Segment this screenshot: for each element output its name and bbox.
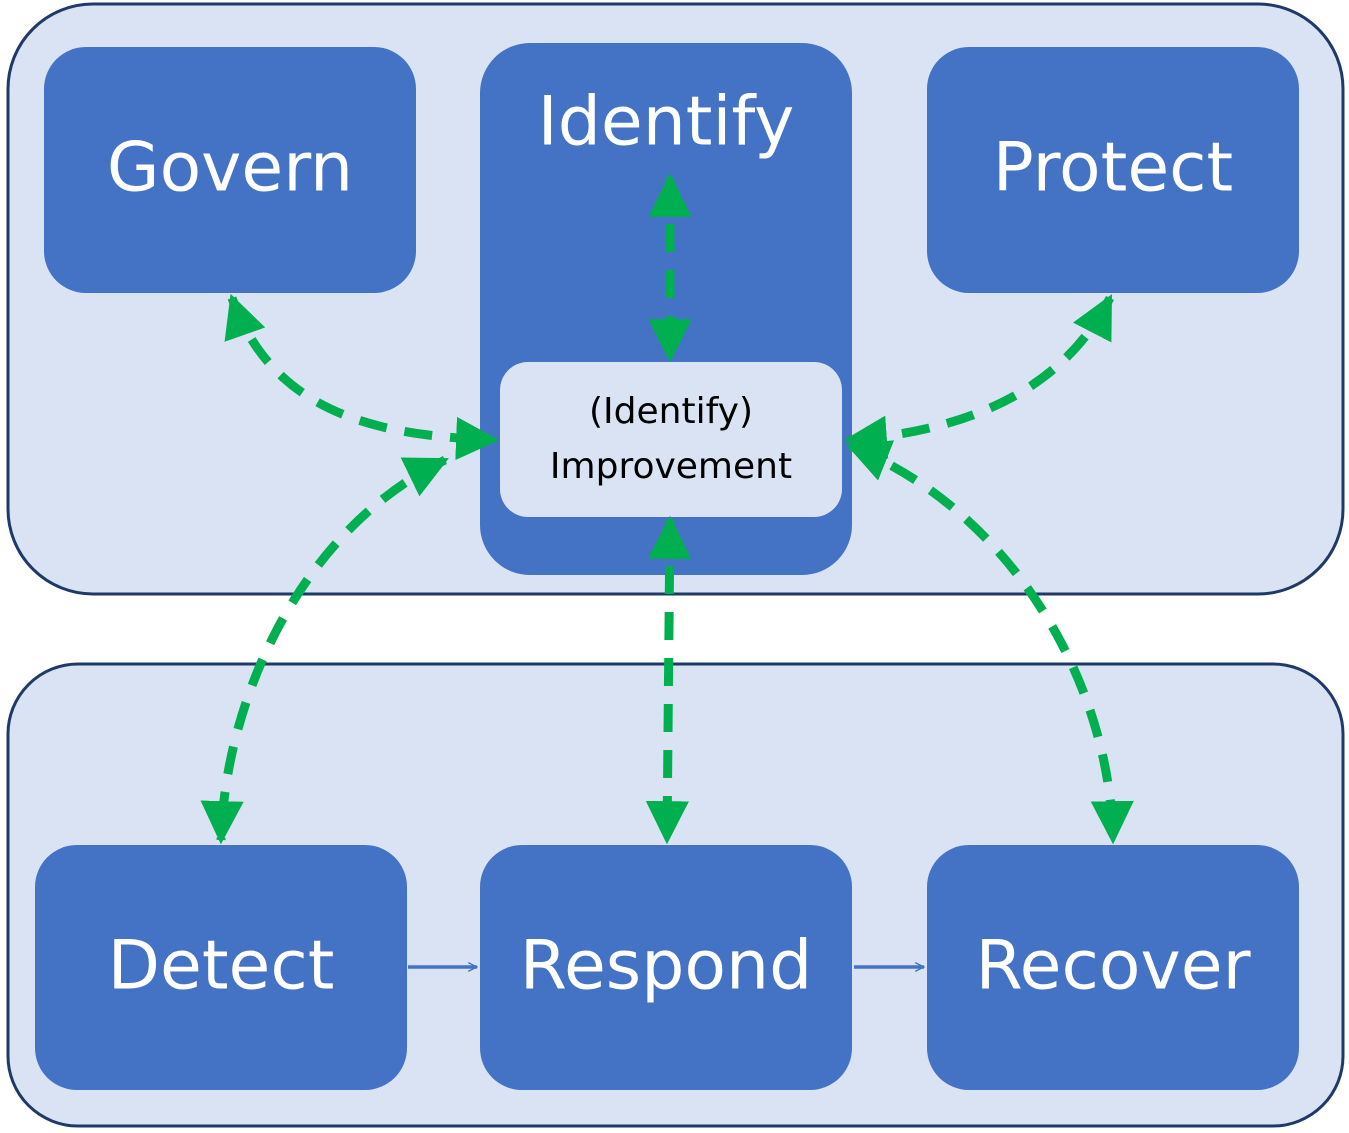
- identify-label: Identify: [538, 83, 795, 162]
- protect-label: Protect: [993, 129, 1233, 208]
- recover-label: Recover: [975, 927, 1250, 1006]
- detect-label: Detect: [108, 927, 335, 1006]
- govern-improvement-arrow: [224, 293, 500, 461]
- improvement-detect-arrow: [200, 455, 449, 845]
- improvement-recover-arrow: [845, 440, 1134, 845]
- improvement-box: [500, 362, 842, 517]
- detect-box: [35, 845, 407, 1090]
- improvement-label-line1: (Identify): [589, 391, 753, 432]
- respond-label: Respond: [520, 927, 813, 1006]
- recover-box: [927, 845, 1299, 1090]
- protect-box: [927, 47, 1299, 293]
- respond-box: [480, 845, 852, 1090]
- improvement-label-line2: Improvement: [550, 446, 792, 487]
- govern-box: [44, 47, 416, 293]
- govern-label: Govern: [107, 129, 353, 208]
- improvement-respond-arrow: [645, 515, 692, 845]
- protect-improvement-arrow: [843, 294, 1114, 459]
